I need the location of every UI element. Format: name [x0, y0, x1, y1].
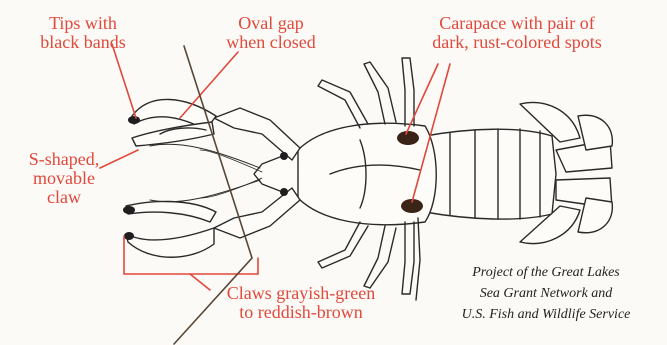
label-s-claw-line-3: claw	[14, 188, 114, 207]
label-carapace-line-2: dark, rust-colored spots	[392, 33, 642, 52]
credit-line-3: U.S. Fish and Wildlife Service	[426, 304, 666, 325]
lower-claw-tip-band	[123, 206, 135, 214]
lower-claw-tip-band-2	[124, 232, 134, 240]
label-claws-color: Claws grayish-green to reddish-brown	[196, 284, 406, 322]
pointer-tips	[112, 44, 136, 118]
lower-claw	[126, 188, 300, 257]
upper-claw	[132, 99, 300, 160]
label-carapace: Carapace with pair of dark, rust-colored…	[392, 14, 642, 52]
credit-line-1: Project of the Great Lakes	[426, 262, 666, 283]
label-s-claw: S-shaped, movable claw	[14, 150, 114, 207]
label-tips: Tips with black bands	[18, 14, 148, 52]
label-oval-gap: Oval gap when closed	[196, 14, 346, 52]
eye-lower	[280, 188, 288, 196]
credit-line-2: Sea Grant Network and	[426, 283, 666, 304]
label-tips-line-1: Tips with	[18, 14, 148, 33]
label-s-claw-line-2: movable	[14, 169, 114, 188]
upper-claw-tip-band	[128, 116, 140, 124]
label-carapace-line-1: Carapace with pair of	[392, 14, 642, 33]
label-tips-line-2: black bands	[18, 33, 148, 52]
credit: Project of the Great Lakes Sea Grant Net…	[426, 262, 666, 325]
label-oval-gap-line-2: when closed	[196, 33, 346, 52]
label-claws-color-line-1: Claws grayish-green	[196, 284, 406, 303]
label-claws-color-line-2: to reddish-brown	[196, 303, 406, 322]
eye-upper	[280, 152, 288, 160]
tail	[425, 102, 612, 243]
label-oval-gap-line-1: Oval gap	[196, 14, 346, 33]
rust-spot-upper	[397, 131, 419, 145]
label-s-claw-line-1: S-shaped,	[14, 150, 114, 169]
